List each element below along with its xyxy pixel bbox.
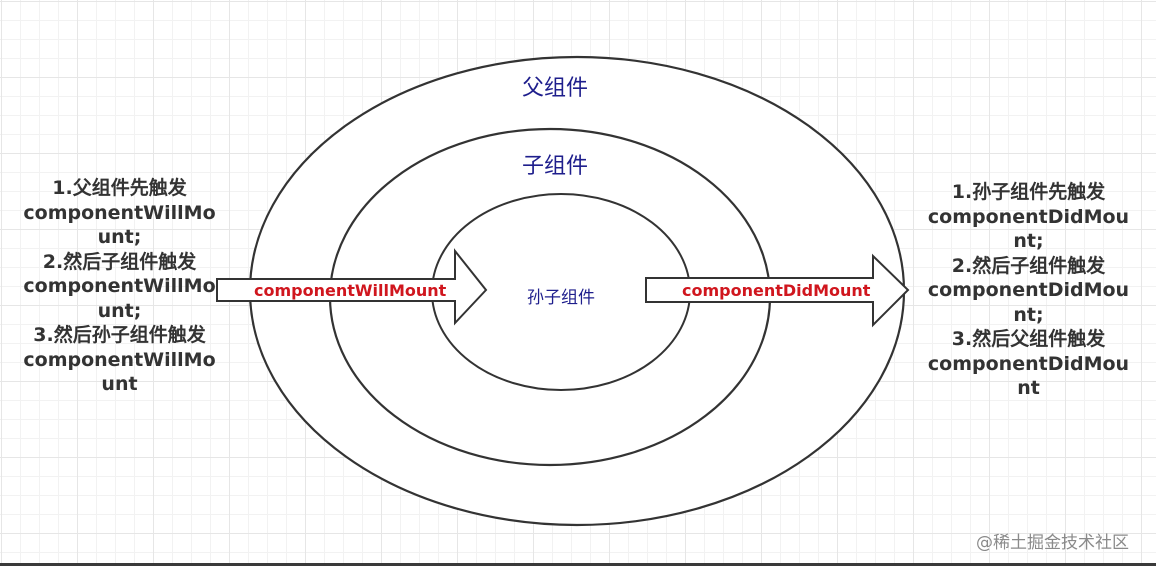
- description-line: unt: [101, 373, 138, 395]
- description-line: nt;: [1013, 303, 1044, 326]
- description-line: componentDidMou: [927, 279, 1130, 301]
- did-mount-arrow-label: componentDidMount: [682, 281, 871, 300]
- did-mount-order-description: 1.孙子组件先触发 componentDidMou nt; 2.然后子组件触发 …: [906, 180, 1151, 401]
- parent-component-label: 父组件: [521, 76, 589, 101]
- description-line: componentDidMou: [927, 205, 1130, 228]
- did-mount-arrow-icon: [645, 253, 910, 328]
- will-mount-order-description: 1.父组件先触发 componentWillMo unt; 2.然后子组件触发 …: [12, 176, 227, 397]
- description-line: componentWillMo: [23, 348, 216, 371]
- description-line: 1.父组件先触发: [52, 177, 187, 199]
- description-line: unt;: [97, 299, 142, 322]
- description-line: 1.孙子组件先触发: [951, 181, 1106, 203]
- bottom-border: [0, 563, 1156, 566]
- description-line: nt: [1017, 377, 1040, 399]
- description-line: nt;: [1013, 230, 1044, 252]
- description-line: unt;: [97, 226, 142, 248]
- watermark: @稀土掘金技术社区: [976, 533, 1129, 553]
- will-mount-arrow-icon: [216, 248, 488, 326]
- description-line: 2.然后子组件触发: [42, 250, 197, 273]
- description-line: 3.然后父组件触发: [951, 328, 1106, 350]
- will-mount-arrow-label: componentWillMount: [254, 281, 447, 300]
- child-component-label: 子组件: [521, 154, 589, 179]
- description-line: componentDidMou: [927, 352, 1130, 375]
- description-line: componentWillMo: [23, 201, 216, 224]
- description-line: 2.然后子组件触发: [951, 254, 1106, 277]
- grandchild-component-label: 孙子组件: [527, 288, 595, 308]
- description-line: 3.然后孙子组件触发: [33, 324, 206, 346]
- description-line: componentWillMo: [23, 275, 216, 297]
